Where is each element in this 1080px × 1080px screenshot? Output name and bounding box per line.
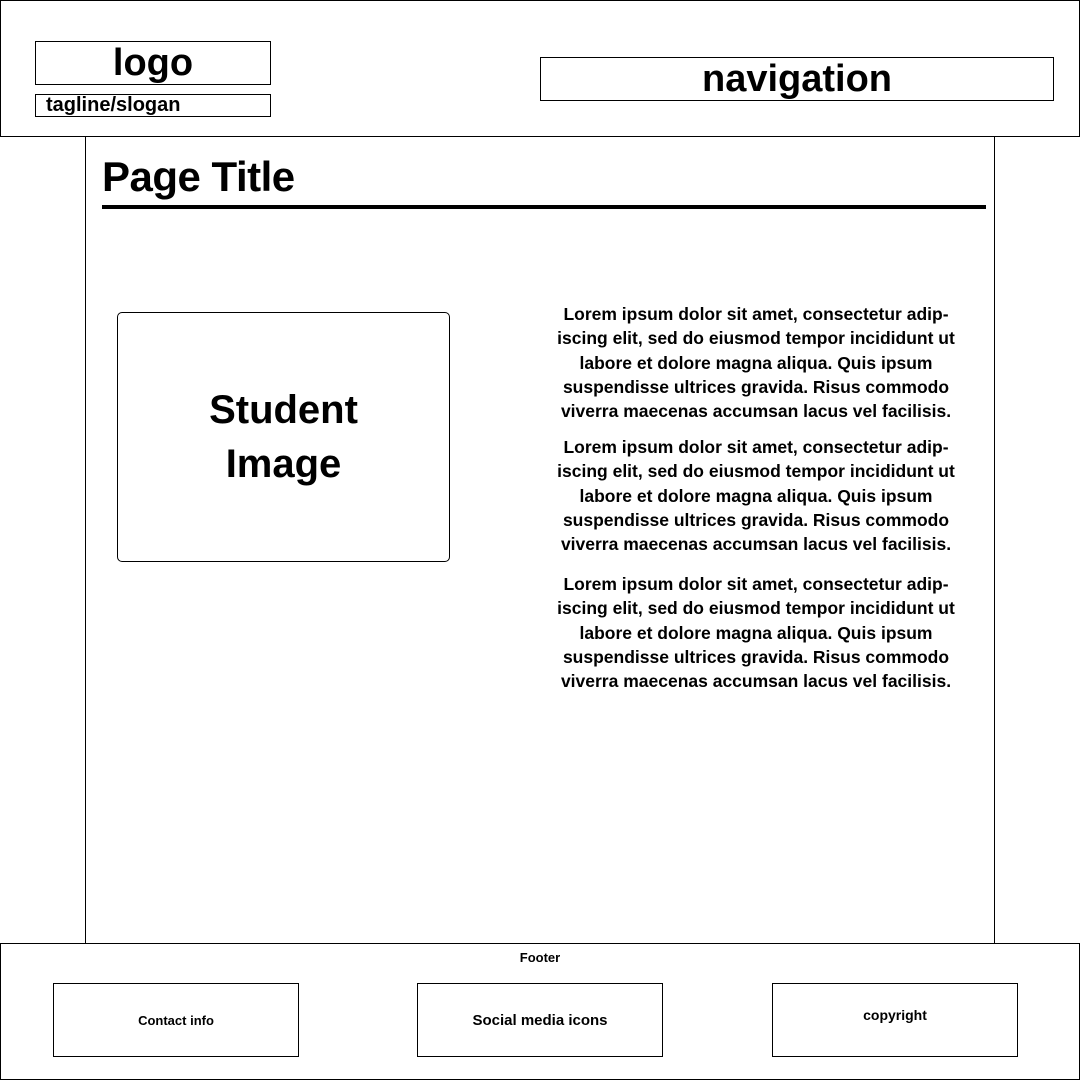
title-divider (102, 205, 986, 209)
student-image-label-line2: Image (225, 442, 342, 486)
body-paragraph-3: Lorem ipsum dolor sit amet, consectetur … (557, 574, 955, 692)
body-paragraph-1: Lorem ipsum dolor sit amet, consectetur … (557, 304, 955, 422)
contact-info-placeholder[interactable]: Contact info (53, 983, 299, 1057)
logo-placeholder[interactable]: logo (35, 41, 271, 85)
contact-info-label: Contact info (138, 1012, 214, 1028)
social-media-icons-placeholder[interactable]: Social media icons (417, 983, 663, 1057)
social-media-label: Social media icons (472, 1011, 608, 1029)
copyright-label: copyright (863, 1007, 927, 1023)
footer-label: Footer (519, 950, 561, 965)
copyright-placeholder: copyright (772, 983, 1018, 1057)
student-image-placeholder: Student Image (117, 312, 450, 562)
logo-label: logo (112, 42, 194, 84)
navigation-placeholder[interactable]: navigation (540, 57, 1054, 101)
page-title: Page Title (102, 153, 295, 200)
body-paragraph-2: Lorem ipsum dolor sit amet, consectetur … (557, 437, 955, 555)
tagline-label: tagline/slogan (46, 94, 181, 116)
student-image-label-line1: Student (209, 388, 358, 432)
navigation-label: navigation (701, 58, 893, 100)
tagline-placeholder: tagline/slogan (35, 94, 271, 117)
